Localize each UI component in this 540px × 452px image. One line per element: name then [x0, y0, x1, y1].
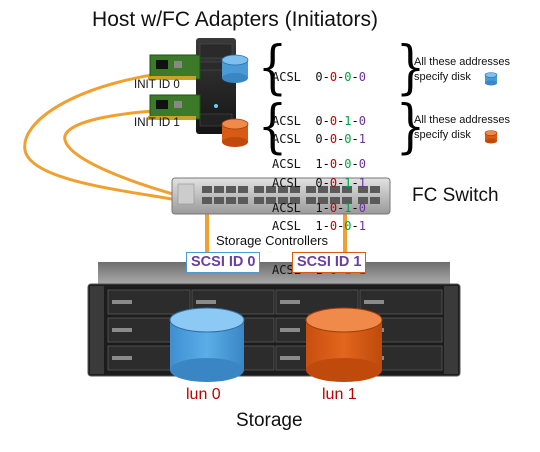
address-note-0: All these addresses specify disk — [414, 55, 510, 85]
brace-group-1-right: } — [395, 92, 426, 160]
note-line-2: specify disk — [414, 129, 471, 141]
init-id-0-label: INIT ID 0 — [134, 79, 180, 91]
note-disk-blue-icon — [484, 72, 498, 86]
fc-switch-label: FC Switch — [412, 185, 499, 206]
address-row: ACSL 0-0-1-1 — [272, 175, 366, 190]
note-line-1: All these addresses — [414, 114, 510, 126]
note-line-2: specify disk — [414, 71, 471, 83]
address-row: ACSL 0-0-1-0 — [272, 113, 366, 128]
scsi-id-0-box: SCSI ID 0 — [186, 252, 261, 273]
address-row: ACSL 0-0-0-0 — [272, 70, 366, 84]
note-disk-orange-icon — [484, 130, 498, 144]
address-row: ACSL 0-0-0-1 — [272, 132, 366, 146]
address-row: ACSL 1-0-0-1 — [272, 219, 366, 233]
scsi-id-1-box: SCSI ID 1 — [292, 252, 367, 273]
host-disk-blue-icon — [221, 54, 249, 83]
init-id-1-label: INIT ID 1 — [134, 117, 180, 129]
address-group-0: ACSL 0-0-0-0 ACSL 0-0-1-0 ACSL 1-0-0-0 A… — [272, 41, 366, 230]
host-disk-orange-icon — [221, 118, 249, 147]
fc-adapter-card-1 — [148, 94, 201, 120]
address-row: ACSL 1-0-0-0 — [272, 157, 366, 171]
storage-label: Storage — [236, 410, 303, 431]
lun1-disk-icon — [305, 307, 383, 382]
lun0-disk-icon — [169, 307, 245, 382]
fc-cable-init1 — [63, 108, 191, 198]
lun-1-label: lun 1 — [322, 386, 357, 403]
brace-group-1: { — [257, 92, 288, 160]
storage-controllers-label: Storage Controllers — [216, 233, 328, 248]
page-title: Host w/FC Adapters (Initiators) — [92, 8, 378, 31]
brace-group-0-right: } — [395, 33, 426, 101]
address-note-1: All these addresses specify disk — [414, 113, 510, 143]
fc-cable-init0 — [23, 68, 191, 202]
brace-group-0: { — [257, 33, 288, 101]
lun-0-label: lun 0 — [186, 386, 221, 403]
note-line-1: All these addresses — [414, 56, 510, 68]
fc-switch — [171, 177, 391, 215]
fc-adapter-card-0 — [148, 54, 201, 80]
address-row: ACSL 1-0-1-0 — [272, 200, 366, 215]
